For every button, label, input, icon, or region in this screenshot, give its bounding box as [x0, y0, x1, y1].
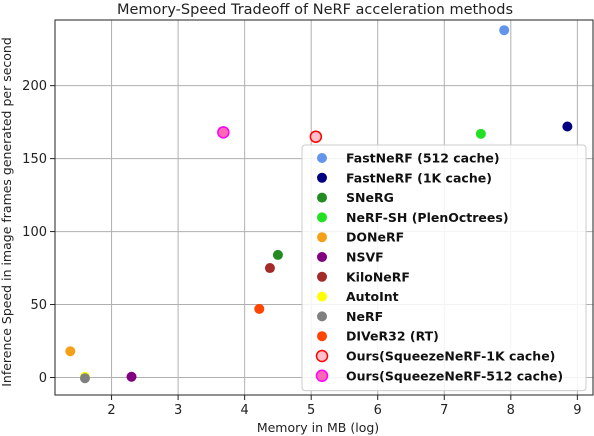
data-point: [272, 249, 283, 260]
data-point: [562, 121, 573, 132]
x-tick-label: 2: [107, 403, 115, 418]
y-tick-label: 0: [39, 371, 47, 386]
data-point: [309, 130, 323, 143]
legend-marker: [315, 369, 329, 383]
legend-marker: [317, 172, 327, 183]
x-tick-label: 6: [374, 403, 382, 418]
legend-entry-label: NeRF-SH (PlenOctrees): [346, 210, 509, 225]
legend-box: [301, 144, 587, 392]
legend-entry-label: FastNeRF (512 cache): [346, 151, 500, 166]
legend-entry-label: SNeRG: [346, 190, 394, 205]
legend-entry-label: Ours(SqueezeNeRF-512 cache): [346, 368, 563, 383]
data-points: [65, 25, 573, 384]
legend-marker: [317, 252, 327, 262]
legend-entry-label: KiloNeRF: [346, 269, 410, 284]
legend-marker: [317, 153, 327, 163]
data-point: [254, 303, 265, 314]
legend-entry-label: DONeRF: [346, 230, 404, 245]
legend-entry-label: DIVeR32 (RT): [346, 329, 439, 344]
data-point: [79, 373, 90, 384]
legend-marker: [317, 232, 327, 243]
legend-entry-label: Ours(SqueezeNeRF-1K cache): [346, 349, 555, 364]
data-point: [499, 25, 510, 36]
data-point: [264, 263, 275, 274]
x-tick-label: 3: [174, 403, 182, 418]
legend-entry-label: NeRF: [346, 309, 383, 324]
legend-entry-label: AutoInt: [346, 289, 399, 304]
chart-title: Memory-Speed Tradeoff of NeRF accelerati…: [117, 2, 513, 18]
legend-marker: [317, 212, 327, 223]
legend-marker: [317, 192, 327, 203]
y-tick-label: 50: [30, 298, 47, 313]
legend-marker: [315, 349, 329, 363]
x-tick-label: 7: [440, 403, 448, 418]
legend-marker: [317, 271, 327, 282]
y-tick-label: 100: [22, 225, 47, 240]
y-tick-label: 150: [22, 152, 47, 167]
x-axis-label: Memory in MB (log): [257, 420, 379, 435]
plot-frame: [54, 19, 594, 396]
x-tick-label: 5: [307, 403, 315, 418]
legend-entry-label: FastNeRF (1K cache): [346, 170, 492, 185]
legend: FastNeRF (512 cache) FastNeRF (1K cache) S…: [301, 144, 587, 392]
x-tick-label: 9: [573, 403, 581, 418]
legend-marker: [317, 291, 327, 302]
data-point: [126, 371, 137, 382]
y-axis-label: Inference Speed in image frames generate…: [0, 37, 14, 387]
data-point: [217, 126, 230, 139]
x-tick-label: 8: [507, 403, 515, 418]
axis-ticks: 2 3 4 5 6 7 8 9 0 50 100 150 200: [22, 79, 581, 418]
data-point: [65, 346, 76, 357]
legend-marker: [317, 331, 327, 342]
legend-entry-label: NSVF: [346, 250, 384, 265]
y-tick-label: 200: [22, 79, 47, 94]
x-tick-label: 4: [241, 403, 249, 418]
data-point: [475, 128, 486, 139]
legend-marker: [317, 311, 327, 322]
